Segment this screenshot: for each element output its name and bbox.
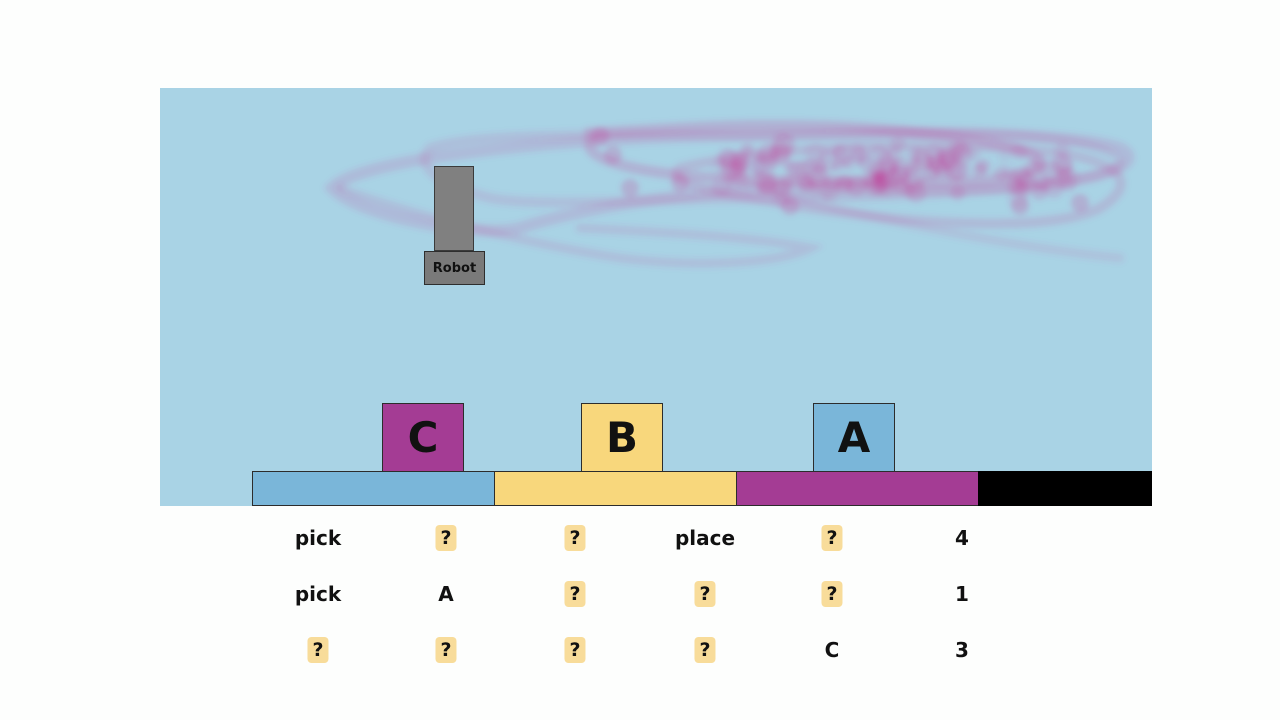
program-cell-value: ? <box>694 637 716 663</box>
program-cell-value: ? <box>435 525 457 551</box>
program-cell-value: 3 <box>955 638 969 662</box>
block-c[interactable]: C <box>382 403 464 472</box>
program-cell-value: ? <box>821 525 843 551</box>
block-b-label: B <box>605 413 638 462</box>
program-cell-value: ? <box>821 581 843 607</box>
program-cell-value: ? <box>564 525 586 551</box>
block-a[interactable]: A <box>813 403 895 472</box>
robot-label: Robot <box>432 260 477 276</box>
program-cell-value: 1 <box>955 582 969 606</box>
robot-gripper[interactable]: Robot <box>424 251 485 285</box>
program-cell-value: 4 <box>955 526 969 550</box>
program-cell-value: ? <box>564 581 586 607</box>
program-cell-value: place <box>674 526 736 550</box>
program-cell-value: ? <box>564 637 586 663</box>
robot-arm <box>434 166 474 251</box>
program-cell-value: A <box>438 582 454 606</box>
pad-purple[interactable] <box>736 471 979 506</box>
pad-black <box>978 471 1152 506</box>
program-cell-value: C <box>824 638 840 662</box>
game-scene: Robot C B A <box>160 88 1152 506</box>
program-cell-value: pick <box>294 526 342 550</box>
block-a-label: A <box>837 413 871 462</box>
program-cell-value: ? <box>435 637 457 663</box>
pad-blue[interactable] <box>252 471 495 506</box>
motion-trail <box>323 119 1135 268</box>
program-cell-value: pick <box>294 582 342 606</box>
program-cell-value: ? <box>694 581 716 607</box>
block-b[interactable]: B <box>581 403 663 472</box>
block-c-label: C <box>407 413 439 462</box>
program-cell-value: ? <box>307 637 329 663</box>
pad-yellow[interactable] <box>494 471 737 506</box>
